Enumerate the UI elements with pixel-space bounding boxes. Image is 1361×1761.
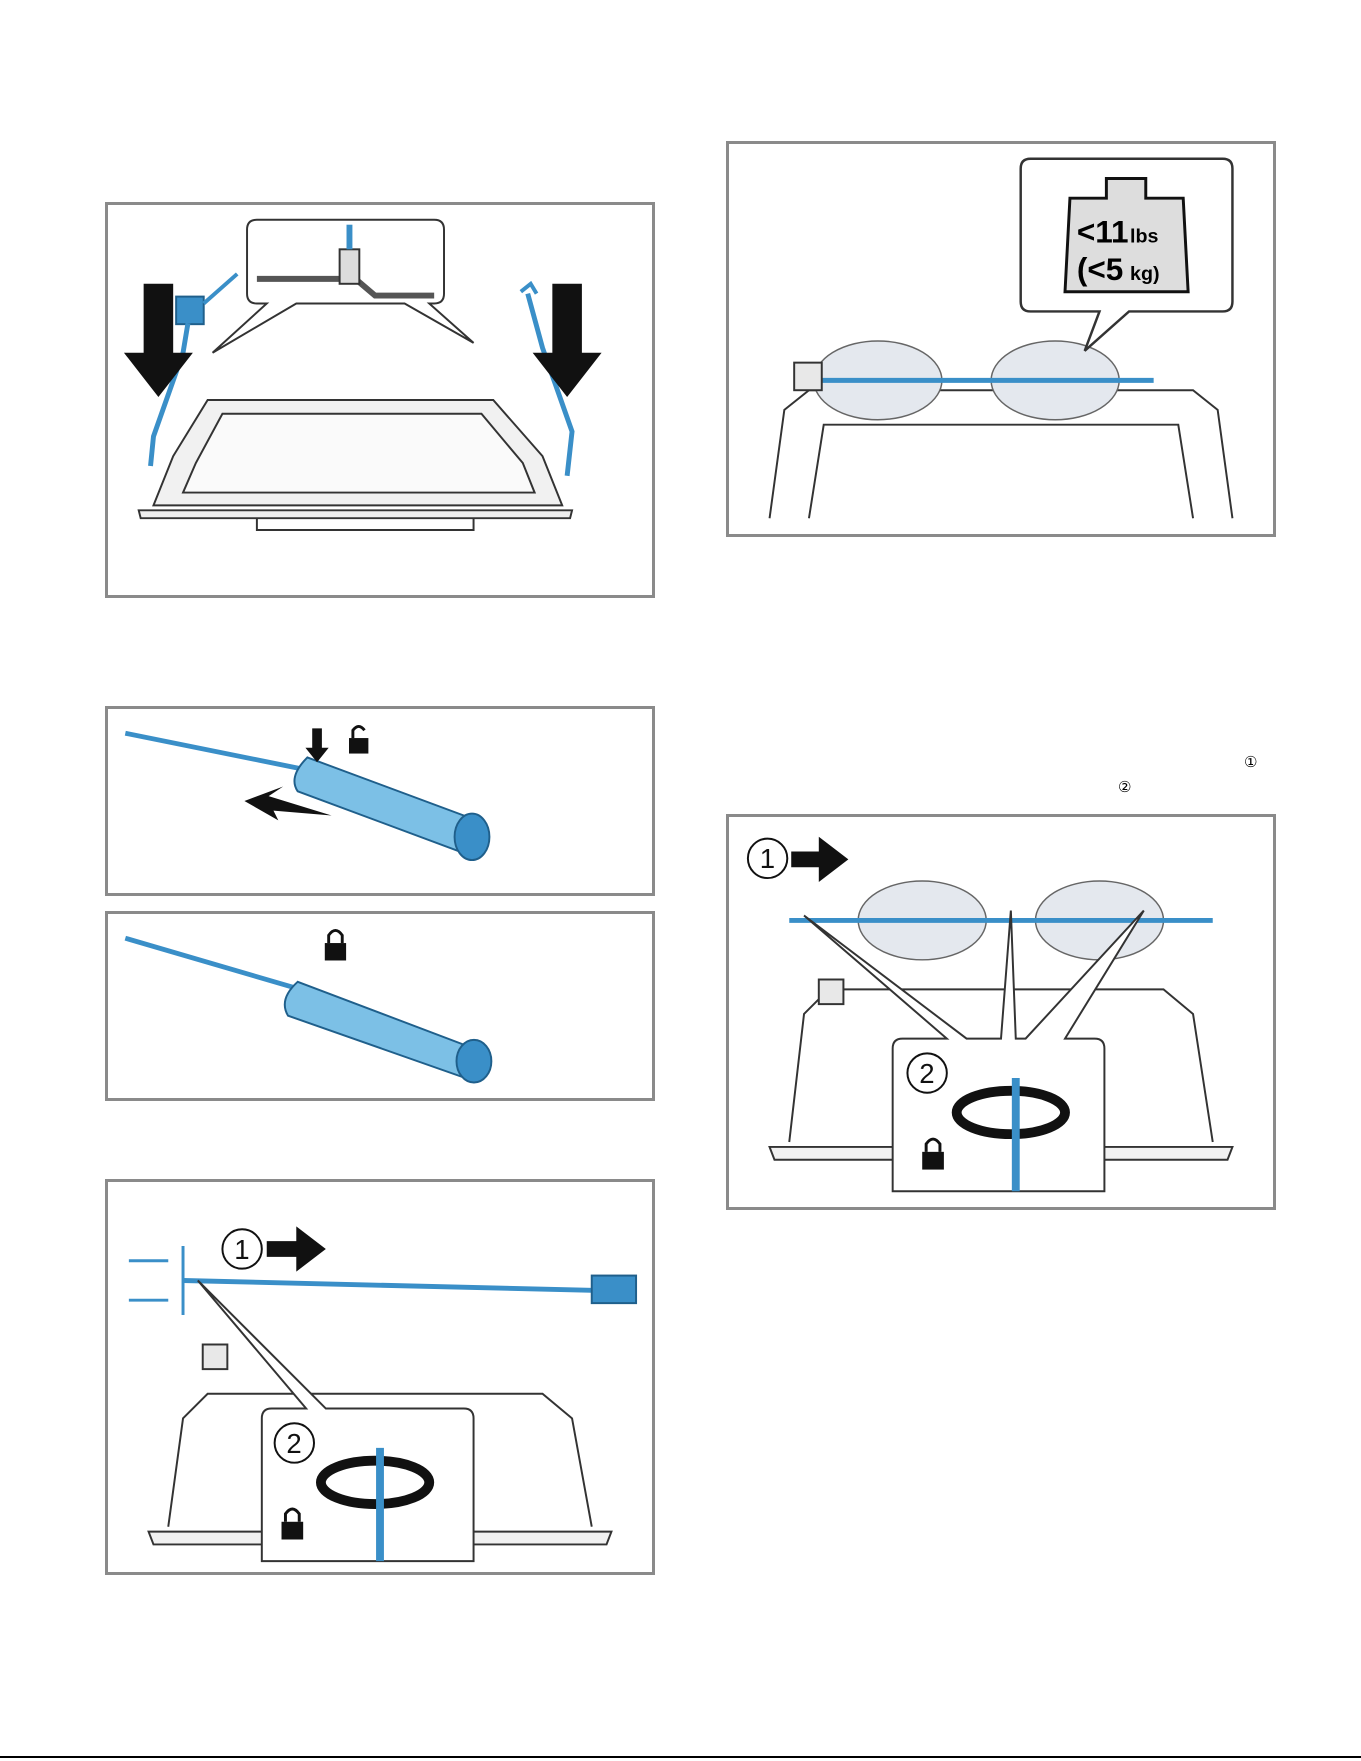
- step-1-label: 1: [760, 843, 775, 874]
- inline-marker-2: ②: [1118, 778, 1131, 796]
- weight-line1-num: <11: [1077, 213, 1129, 249]
- page-bottom-rule: [0, 1756, 1361, 1758]
- lock-icon: [325, 930, 346, 960]
- right-arrow-icon: [791, 837, 848, 882]
- step-2-badge: 2: [907, 1053, 946, 1092]
- step-1-badge: 1: [222, 1229, 261, 1268]
- zoom-inset: [213, 220, 474, 353]
- figure-locked-handle-art: [108, 914, 652, 1098]
- step-1-label: 1: [234, 1234, 249, 1265]
- figure-chickens-lock: 1 2: [726, 814, 1276, 1210]
- weight-line2-num: (<5: [1077, 251, 1123, 287]
- roasting-pan: [139, 400, 572, 530]
- weight-bubble: <11 lbs (<5 kg): [1021, 159, 1233, 351]
- spit-rod: [183, 1280, 592, 1290]
- figure-chickens-lock-art: 1 2: [729, 817, 1273, 1207]
- figure-attach-holders-art: [108, 205, 652, 595]
- zoom-inset: 2: [198, 1280, 474, 1561]
- step-1-badge: 1: [748, 839, 787, 878]
- handle: [294, 757, 480, 854]
- handle: [285, 982, 480, 1079]
- figure-insert-spit-art: 1 2: [108, 1182, 652, 1572]
- motor-block: [794, 363, 822, 391]
- figure-locked-handle: [105, 911, 655, 1101]
- figure-unlock-handle-art: [108, 709, 652, 893]
- step-2-label: 2: [919, 1058, 934, 1089]
- figure-weight-limit: <11 lbs (<5 kg): [726, 141, 1276, 537]
- step-2-label: 2: [286, 1428, 301, 1459]
- figure-weight-limit-art: <11 lbs (<5 kg): [729, 144, 1273, 534]
- figure-unlock-handle: [105, 706, 655, 896]
- right-arrow-icon: [267, 1226, 326, 1271]
- weight-line2-unit: kg): [1130, 263, 1160, 285]
- motor-block: [819, 980, 844, 1005]
- step-2-badge: 2: [275, 1423, 314, 1462]
- figure-insert-spit: 1 2: [105, 1179, 655, 1575]
- figure-attach-holders: [105, 202, 655, 598]
- inline-marker-1: ①: [1244, 753, 1257, 771]
- spit-rod: [125, 733, 317, 772]
- weight-line1-unit: lbs: [1130, 225, 1158, 247]
- unlock-icon: [349, 726, 368, 753]
- spit-rod: [125, 938, 307, 991]
- motor-block: [203, 1345, 228, 1370]
